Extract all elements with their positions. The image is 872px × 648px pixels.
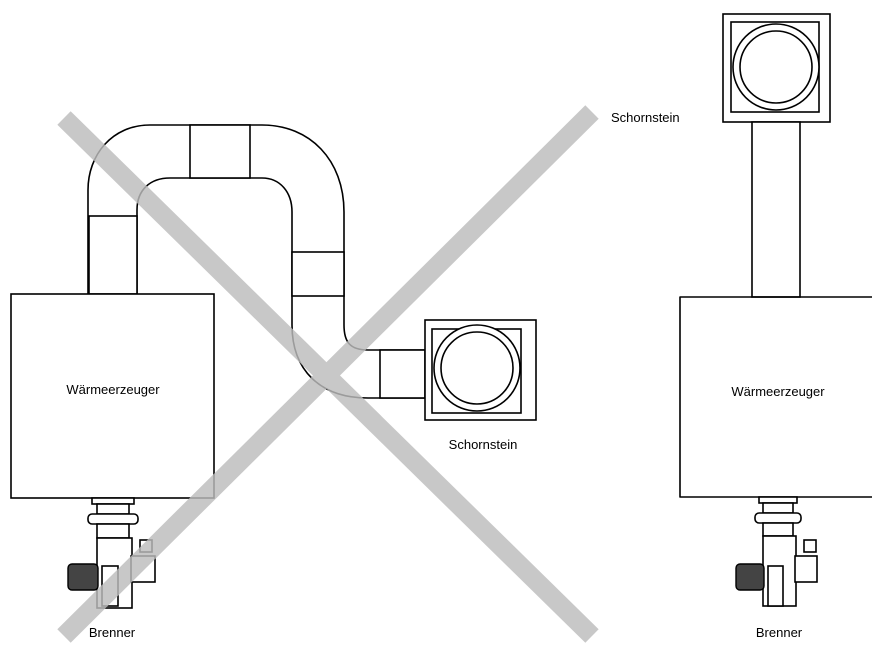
- left-boiler-label: Wärmeerzeuger: [66, 382, 160, 397]
- left-burner-collar: [87, 513, 139, 525]
- right-boiler-label: Wärmeerzeuger: [731, 384, 825, 399]
- right-flue-pipe: [751, 121, 801, 298]
- left-burner-tube-upper: [96, 503, 130, 515]
- left-burner-tube-lower: [96, 523, 130, 539]
- right-burner-flange: [758, 496, 798, 504]
- right-burner-label: Brenner: [756, 625, 803, 640]
- left-burner-flange: [91, 497, 135, 505]
- left-chimney-label: Schornstein: [449, 437, 518, 452]
- left-burner-label: Brenner: [89, 625, 136, 640]
- left-flue-pipe: [87, 124, 426, 399]
- left-pipe-collar-horizontal: [379, 349, 426, 399]
- right-burner-motor-icon: [735, 563, 765, 591]
- right-burner: [735, 496, 818, 607]
- right-burner-tube-upper: [762, 502, 794, 514]
- left-burner-motor-icon: [67, 563, 99, 591]
- correct-installation: Schornstein Wärmeerzeuger Brenner: [611, 13, 872, 640]
- left-chimney-flue-inner: [440, 331, 514, 405]
- right-chimney-label: Schornstein: [611, 110, 680, 125]
- left-boiler: [10, 293, 215, 499]
- cross-out-icon: [57, 105, 599, 643]
- right-burner-collar: [754, 512, 802, 524]
- left-pipe-collar-vertical: [88, 215, 138, 295]
- right-burner-fan-box: [794, 555, 818, 583]
- right-burner-tube-lower: [762, 522, 794, 537]
- left-chimney: [424, 319, 537, 421]
- right-chimney-flue-inner: [739, 30, 813, 104]
- left-pipe-collar-top: [189, 124, 251, 179]
- right-burner-window: [767, 565, 784, 607]
- right-burner-connector: [803, 539, 817, 553]
- left-pipe-collar-descending: [291, 251, 345, 297]
- right-chimney: [722, 13, 831, 123]
- incorrect-installation: Schornstein Wärmeerzeuger Brenner: [10, 105, 599, 643]
- cross-out-stroke-ascending: [57, 105, 599, 643]
